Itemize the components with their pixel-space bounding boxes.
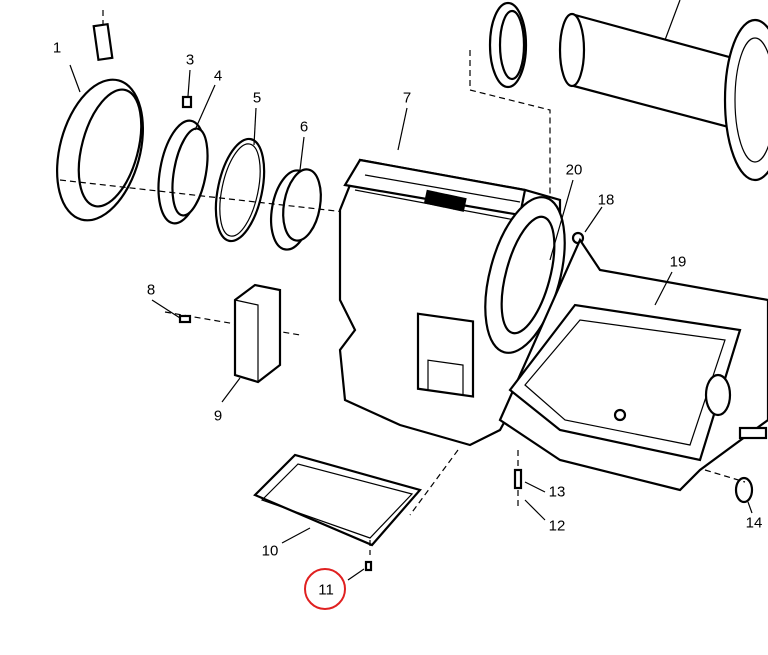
callout-4: 4 [213,67,223,85]
part-5-snap-ring [214,107,266,243]
part-10-cover-plate [253,449,459,555]
callout-14: 14 [745,514,763,532]
callout-6: 6 [299,118,309,136]
callout-13: 13 [548,483,566,501]
callout-5: 5 [252,89,262,107]
part-6-bushing [270,136,322,251]
callout-8: 8 [146,281,156,299]
highlight-circle-11 [304,568,346,610]
part-8-9-bracket [151,283,301,403]
callout-12: 12 [548,517,566,535]
callout-19: 19 [669,253,687,271]
part-1-collar [56,64,144,222]
callout-18: 18 [597,191,615,209]
part-11-screw [347,560,373,581]
part-spindle-assembly [469,0,768,200]
callout-11: 11 [318,581,334,599]
part-19-base [498,237,768,514]
callout-20: 20 [565,161,583,179]
part-3-pin [181,95,193,109]
callout-3: 3 [185,51,195,69]
callout-9: 9 [213,407,223,425]
part-12-13-screws [513,450,546,521]
callout-1: 1 [52,39,62,57]
callout-7: 7 [402,89,412,107]
part-7-housing: ▇▇▇▇ [338,107,603,447]
part-set-screw [92,10,114,62]
callout-10: 10 [261,542,279,560]
